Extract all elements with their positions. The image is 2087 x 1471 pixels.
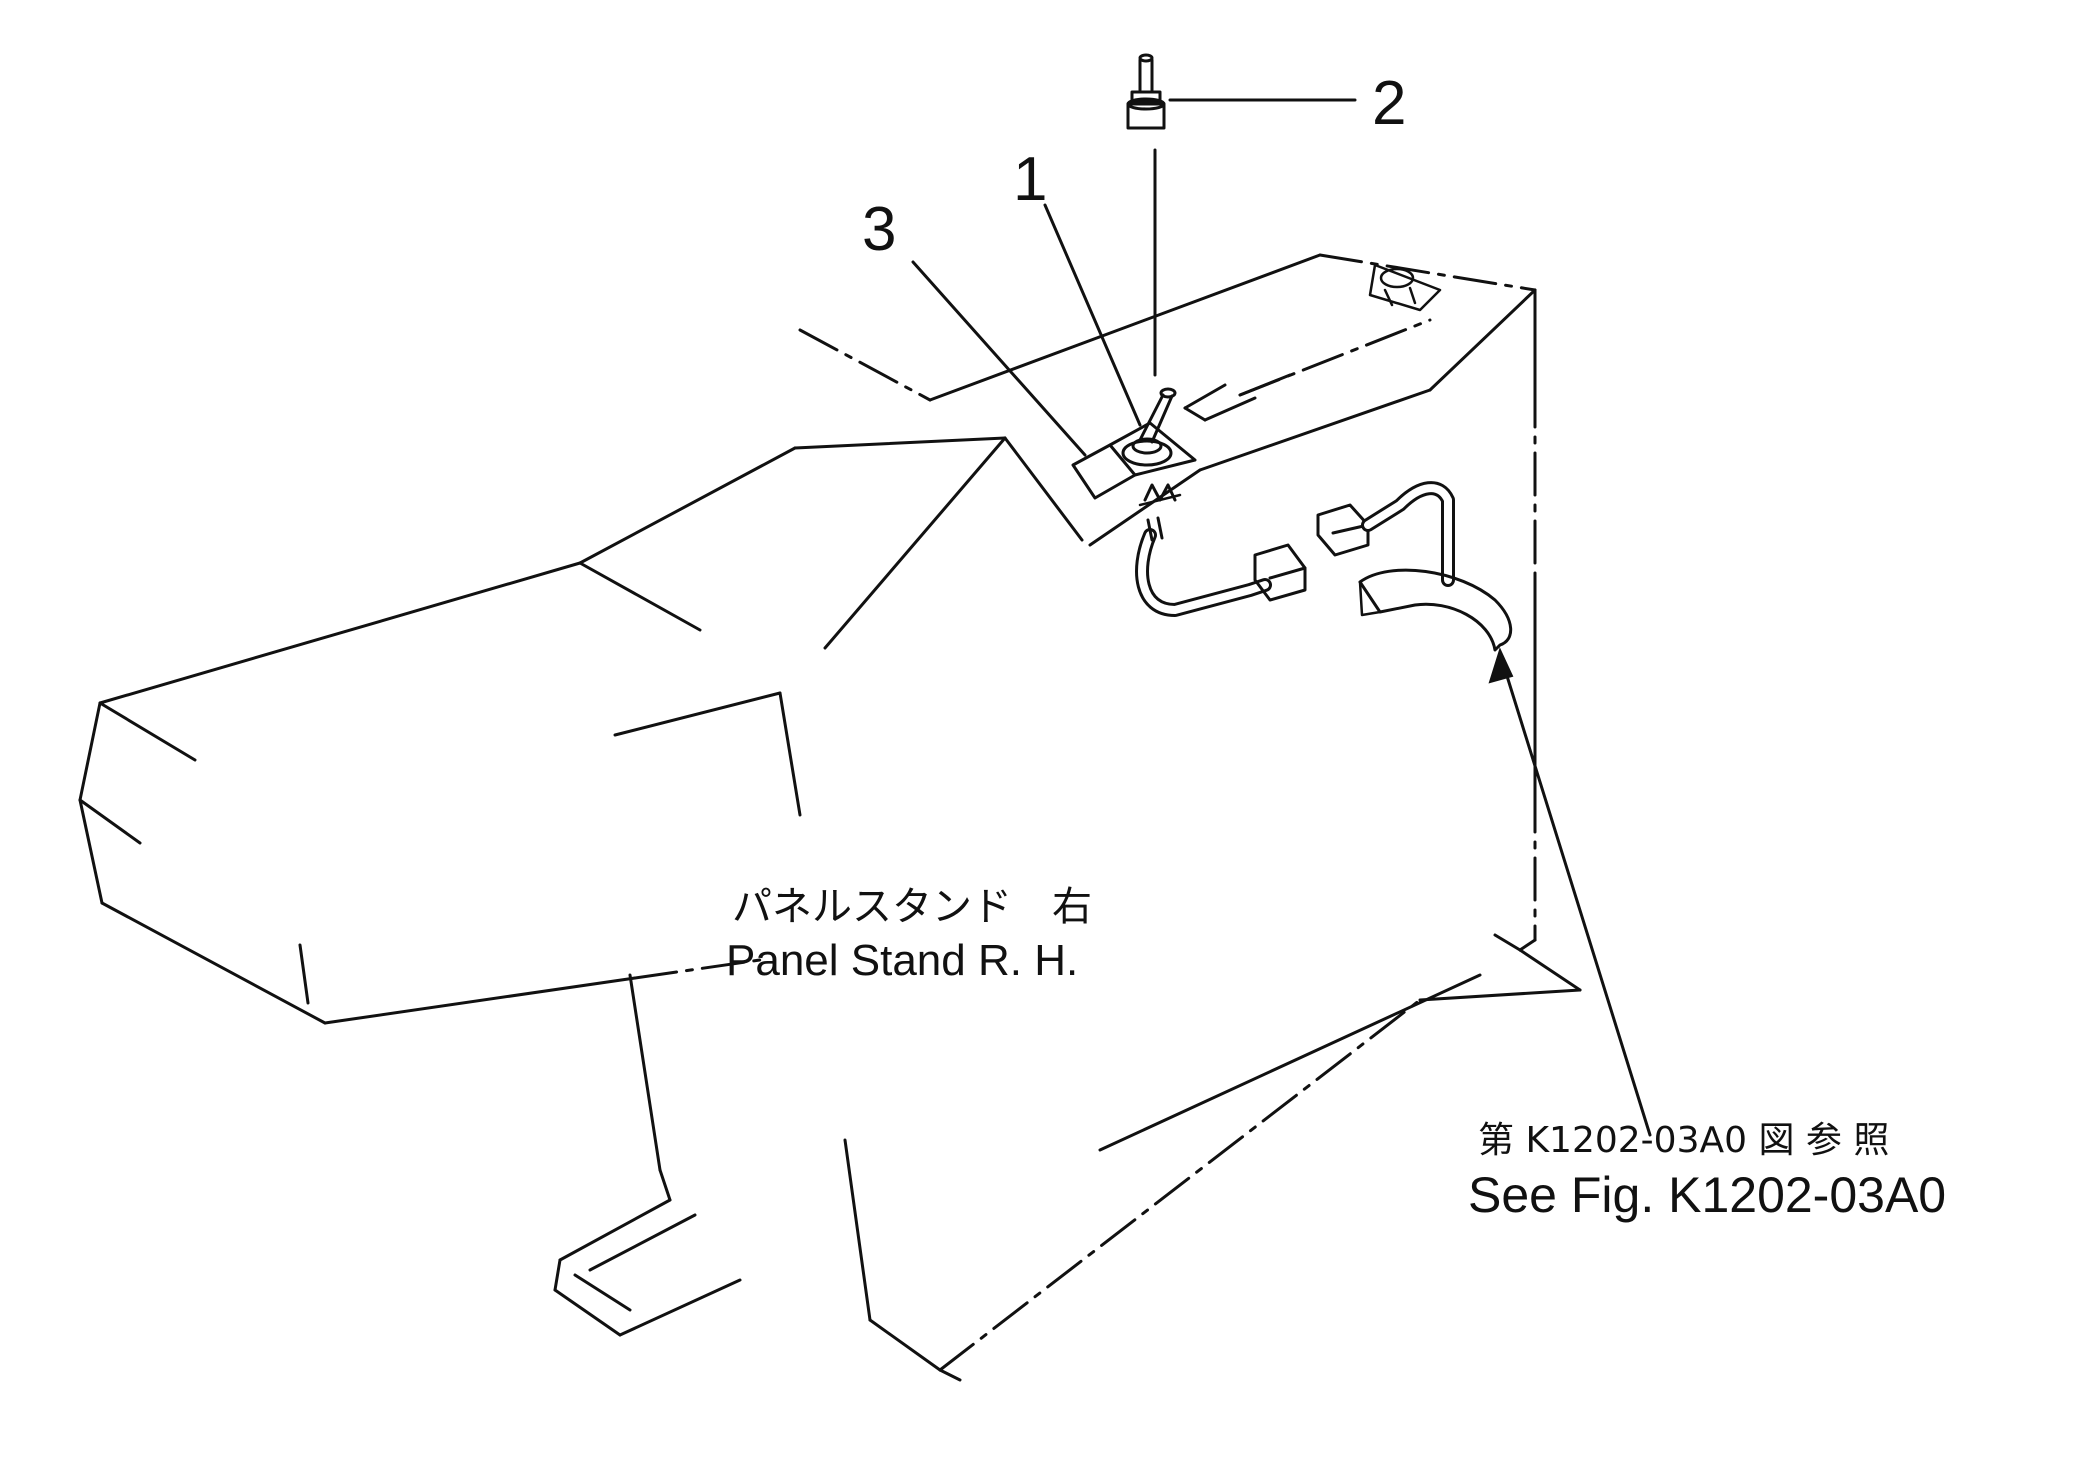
callout-number-2: 2	[1372, 69, 1406, 138]
switch-plate	[1071, 421, 1197, 500]
reference-note-japanese: 第 K1202-03A0 図 参 照	[1478, 1120, 1889, 1161]
leader-callout-3	[911, 260, 1087, 457]
panel-label-japanese: パネルスタンド 右	[732, 884, 1092, 930]
leader-callout-1	[1043, 203, 1142, 427]
panel-label-english: Panel Stand R. H.	[726, 936, 1078, 985]
wire-harness	[1135, 481, 1513, 652]
base-foot-plates	[553, 1198, 962, 1382]
reference-note-english: See Fig. K1202-03A0	[1468, 1167, 1946, 1223]
callout-number-3: 3	[862, 195, 896, 264]
toggle-switch	[1121, 387, 1182, 507]
leader-lines	[911, 98, 1652, 1137]
leader-reference	[1500, 658, 1652, 1137]
left-console-outline	[78, 436, 1007, 1025]
panel-stand-box	[628, 253, 1582, 1372]
switch-knob	[1126, 53, 1166, 377]
reference-arrowhead	[1488, 647, 1514, 684]
callout-number-1: 1	[1013, 145, 1047, 214]
top-panel-details	[1183, 263, 1442, 422]
